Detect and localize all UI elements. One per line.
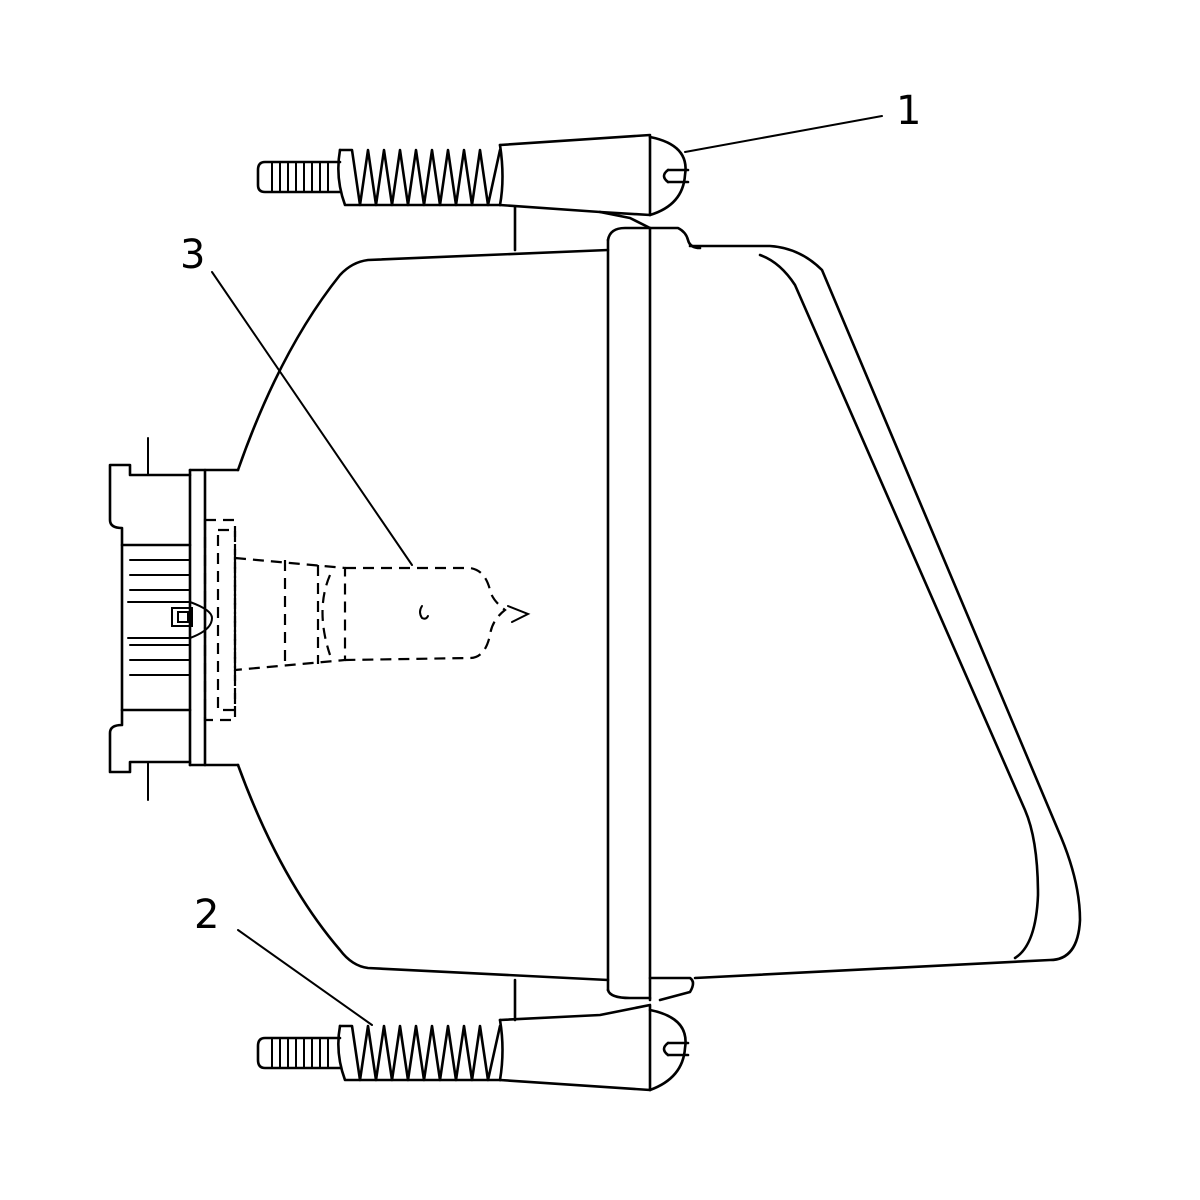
halogen-bulb xyxy=(203,518,531,722)
callout-3-leader xyxy=(211,271,413,566)
callout-2: 2 xyxy=(194,892,219,938)
bulb-connector xyxy=(108,437,214,801)
callout-1-leader xyxy=(684,115,883,153)
headlamp-lens xyxy=(606,226,1082,1002)
callout-3: 3 xyxy=(180,232,205,278)
top-adjuster-screw xyxy=(256,133,690,252)
callout-2-leader xyxy=(237,929,373,1026)
callout-1: 1 xyxy=(896,88,921,134)
bottom-adjuster-screw xyxy=(256,978,690,1092)
reflector-housing xyxy=(188,248,610,982)
